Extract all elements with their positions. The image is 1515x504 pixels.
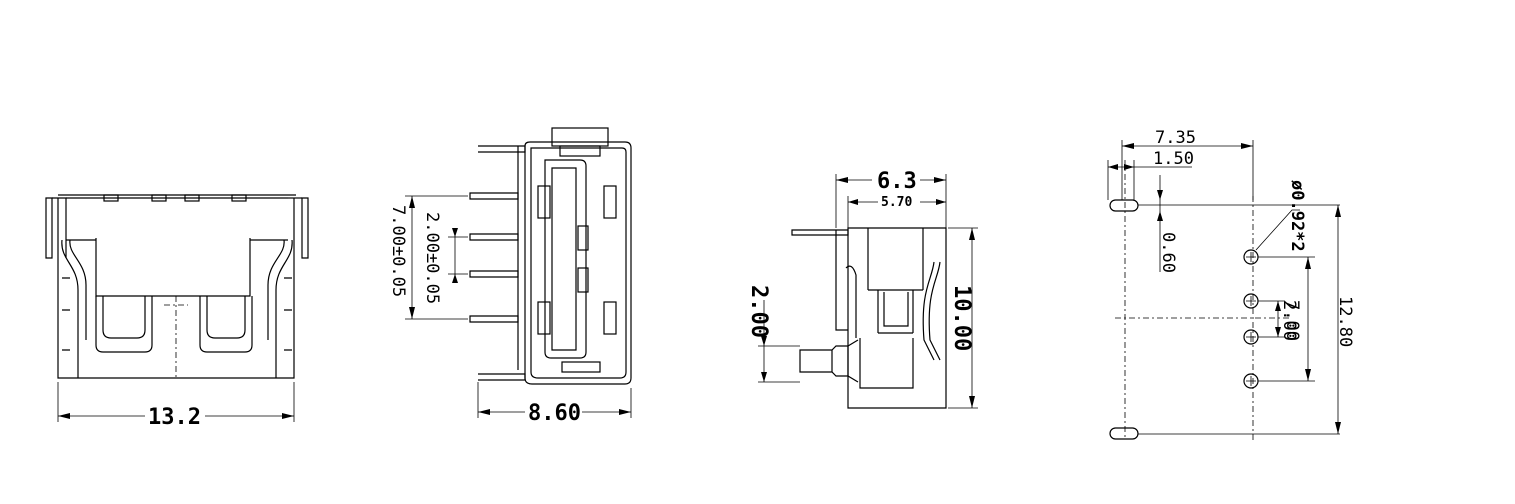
footprint-pitch-large-label: 7.00 bbox=[1282, 300, 1302, 341]
footprint-pin-offset-x-label: 1.50 bbox=[1153, 149, 1194, 169]
mount-slot-bottom bbox=[1109, 427, 1139, 440]
section-top-outer-label: 6.3 bbox=[877, 169, 917, 194]
section-top-inner-label: 5.70 bbox=[881, 195, 912, 210]
side-pitch-outer-label: 7.00±0.05 bbox=[388, 205, 408, 297]
side-view: 7.00±0.05 2.00±0.05 8.60 bbox=[388, 127, 632, 426]
section-view: 6.3 5.70 10.00 2.00 bbox=[746, 169, 978, 409]
footprint-overall-x-label: 7.35 bbox=[1155, 128, 1196, 148]
front-view: 13.2 bbox=[45, 194, 309, 430]
section-latch-label: 2.00 bbox=[746, 285, 771, 338]
section-height-label: 10.00 bbox=[949, 285, 974, 351]
side-width-label: 8.60 bbox=[528, 401, 581, 426]
footprint-pitch-small-label: 2.00 bbox=[1279, 300, 1299, 341]
footprint-overall-y-label: 12.80 bbox=[1335, 296, 1355, 347]
footprint-hole-spec-label: ø0.92*2 bbox=[1287, 180, 1307, 252]
side-pitch-inner-label: 2.00±0.05 bbox=[422, 212, 442, 304]
mount-slot-top bbox=[1109, 199, 1139, 212]
footprint-pin-offset-y-label: 0.60 bbox=[1158, 232, 1178, 273]
footprint-view: 7.35 1.50 0.60 ø0.92*2 2.00 7.00 12.80 bbox=[1107, 128, 1355, 440]
front-width-label: 13.2 bbox=[148, 405, 201, 430]
pin-holes bbox=[1243, 249, 1259, 389]
